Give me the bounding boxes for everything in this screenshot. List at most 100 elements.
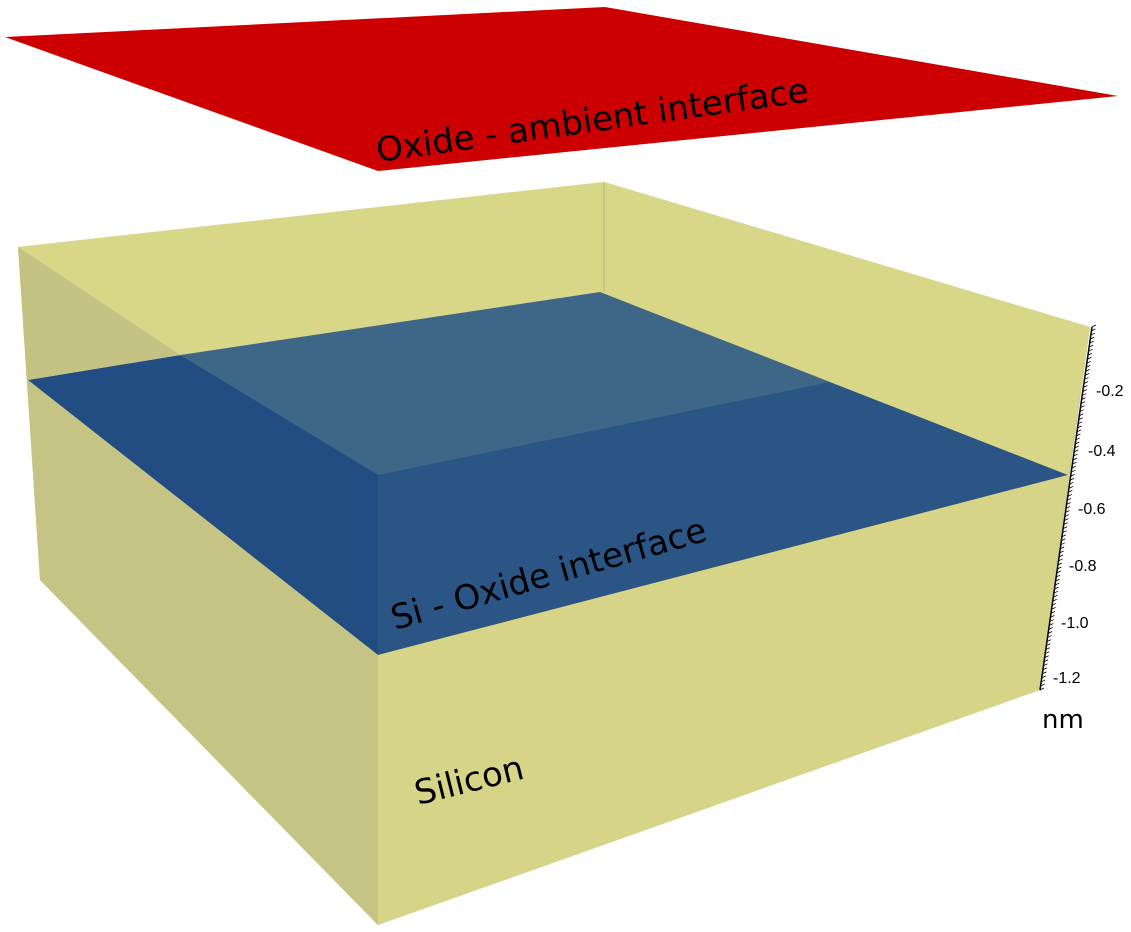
axis-minor-tick [1075, 437, 1081, 441]
axis-minor-tick [1047, 635, 1052, 638]
axis-minor-tick [1055, 574, 1061, 578]
axis-minor-tick [1061, 538, 1066, 542]
axis-minor-tick [1052, 598, 1057, 602]
axis-minor-tick [1040, 679, 1046, 683]
axis-minor-tick [1079, 413, 1084, 417]
axis-minor-tick [1065, 510, 1070, 513]
axis-minor-tick [1057, 566, 1062, 570]
axis-minor-tick [1051, 606, 1056, 610]
si-oxide-plane-back-region [180, 292, 830, 475]
axis-tick-label: -1.0 [1061, 615, 1089, 632]
axis-minor-tick [1083, 381, 1089, 384]
axis-minor-tick [1054, 582, 1060, 586]
axis-minor-tick [1090, 332, 1096, 336]
axis-minor-tick [1047, 631, 1053, 634]
axis-minor-tick [1043, 659, 1049, 663]
axis-minor-tick [1064, 514, 1070, 517]
axis-minor-tick [1087, 352, 1093, 356]
axis-minor-tick [1058, 554, 1064, 558]
box-top-left-region [18, 247, 180, 380]
axis-minor-tick [1057, 562, 1063, 566]
axis-minor-tick [1076, 433, 1081, 437]
axis-minor-tick [1081, 393, 1087, 396]
axis-minor-tick [1070, 473, 1075, 477]
axis-minor-tick [1041, 675, 1046, 679]
axis-minor-tick [1073, 453, 1078, 457]
axis-minor-tick [1045, 647, 1050, 651]
axis-minor-tick [1040, 683, 1045, 687]
axis-minor-tick [1076, 429, 1082, 433]
oxide-ambient-interface-plane [5, 7, 1118, 171]
axis-minor-tick [1083, 385, 1088, 388]
axis-minor-tick [1039, 687, 1045, 691]
axis-minor-tick [1059, 550, 1064, 554]
box-top-region [18, 182, 1090, 475]
axis-minor-tick [1058, 558, 1063, 562]
axis-minor-tick [1061, 534, 1067, 538]
axis-tick-label: -0.2 [1096, 383, 1124, 400]
axis-minor-tick [1086, 364, 1091, 368]
axis-minor-tick [1080, 401, 1086, 404]
axis-minor-tick [1067, 494, 1072, 497]
axis-minor-tick [1065, 506, 1071, 509]
axis-minor-tick [1077, 425, 1082, 429]
box-front-face [378, 475, 1068, 925]
axis-minor-tick [1069, 481, 1074, 485]
axis-minor-tick [1044, 655, 1049, 659]
axis-minor-tick [1069, 477, 1075, 481]
axis-minor-tick [1042, 671, 1047, 675]
axis-minor-tick [1062, 530, 1067, 534]
axis-minor-tick [1050, 615, 1055, 618]
axis-minor-tick [1060, 542, 1065, 546]
axis-minor-tick [1077, 421, 1083, 425]
axis-minor-tick [1068, 490, 1073, 493]
axis-minor-tick [1081, 397, 1086, 400]
axis-minor-tick [1088, 344, 1094, 348]
si-oxide-plane-left-region [28, 355, 378, 655]
axis-minor-tick [1046, 643, 1051, 646]
axis-unit-label: nm [1042, 705, 1084, 735]
axis-minor-tick [1090, 336, 1095, 340]
axis-minor-tick [1080, 405, 1085, 409]
axis-minor-tick [1056, 570, 1061, 574]
axis-tick-label: -1.2 [1053, 670, 1081, 687]
axis-minor-tick [1068, 485, 1074, 489]
axis-minor-tick [1084, 377, 1089, 380]
axis-minor-tick [1085, 369, 1090, 372]
axis-minor-tick [1054, 586, 1059, 590]
axis-minor-tick [1042, 667, 1048, 671]
axis-minor-tick [1088, 348, 1093, 352]
axis-minor-tick [1043, 663, 1048, 667]
axis-minor-tick [1091, 324, 1097, 328]
axis-minor-tick [1062, 526, 1068, 530]
axis-minor-tick [1078, 417, 1083, 421]
depth-axis-minor-ticks [1039, 324, 1097, 691]
axis-minor-tick [1073, 449, 1079, 453]
axis-minor-tick [1072, 461, 1077, 465]
axis-minor-tick [1048, 627, 1053, 630]
axis-tick-label: -0.8 [1069, 558, 1097, 575]
axis-minor-tick [1071, 465, 1076, 469]
axis-minor-tick [1087, 356, 1092, 360]
axis-minor-tick [1084, 373, 1090, 376]
axis-minor-tick [1046, 639, 1052, 642]
axis-minor-tick [1079, 409, 1085, 413]
axis-minor-tick [1060, 546, 1065, 550]
axis-minor-tick [1066, 502, 1071, 505]
axis-minor-tick [1053, 590, 1059, 594]
axis-minor-tick [1075, 441, 1080, 445]
box-front-left-face [28, 380, 378, 925]
axis-minor-tick [1074, 445, 1079, 449]
axis-minor-tick [1053, 594, 1058, 598]
axis-minor-tick [1071, 469, 1076, 473]
axis-minor-tick [1051, 602, 1057, 606]
axis-tick-label: -0.6 [1078, 501, 1106, 518]
axis-minor-tick [1049, 619, 1055, 622]
axis-minor-tick [1050, 611, 1056, 614]
axis-minor-tick [1055, 578, 1060, 582]
axis-tick-label: -0.4 [1088, 443, 1116, 460]
axis-minor-tick [1091, 328, 1096, 332]
axis-minor-tick [1086, 360, 1091, 364]
axis-minor-tick [1063, 522, 1068, 525]
